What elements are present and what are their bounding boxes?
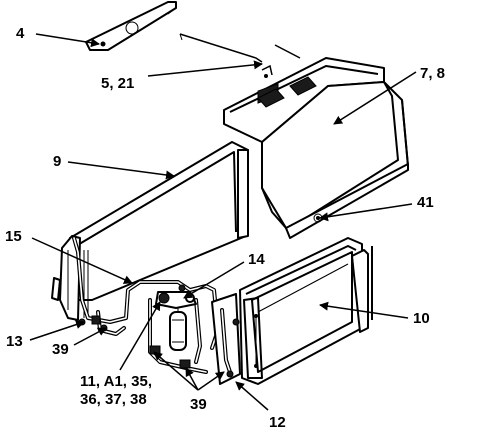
callout-12: 12 xyxy=(269,414,286,431)
part-12-bracket xyxy=(211,293,241,385)
callout-4: 4 xyxy=(16,25,25,42)
part-9-side-panel xyxy=(51,141,249,321)
part-4-top-bracket xyxy=(85,1,263,63)
callout-13: 13 xyxy=(6,333,23,350)
callout-39-bottom: 39 xyxy=(190,396,207,413)
part-5-21-top-rail xyxy=(261,44,301,78)
callout-10: 10 xyxy=(413,310,430,327)
callout-9: 9 xyxy=(53,153,62,170)
part-10-condenser-unit xyxy=(239,237,373,385)
callout-41: 41 xyxy=(417,194,434,211)
callout-7-8: 7, 8 xyxy=(420,65,446,82)
callout-11-a1-35-36-37-38: 11, A1, 35, 36, 37, 38 xyxy=(80,373,152,408)
callout-15: 15 xyxy=(5,228,22,245)
callout-39-left: 39 xyxy=(52,341,69,358)
callout-14: 14 xyxy=(248,251,265,268)
part-7-8-cover-housing xyxy=(223,57,409,239)
callout-5-21: 5, 21 xyxy=(101,75,135,92)
leader-lines xyxy=(29,33,417,411)
